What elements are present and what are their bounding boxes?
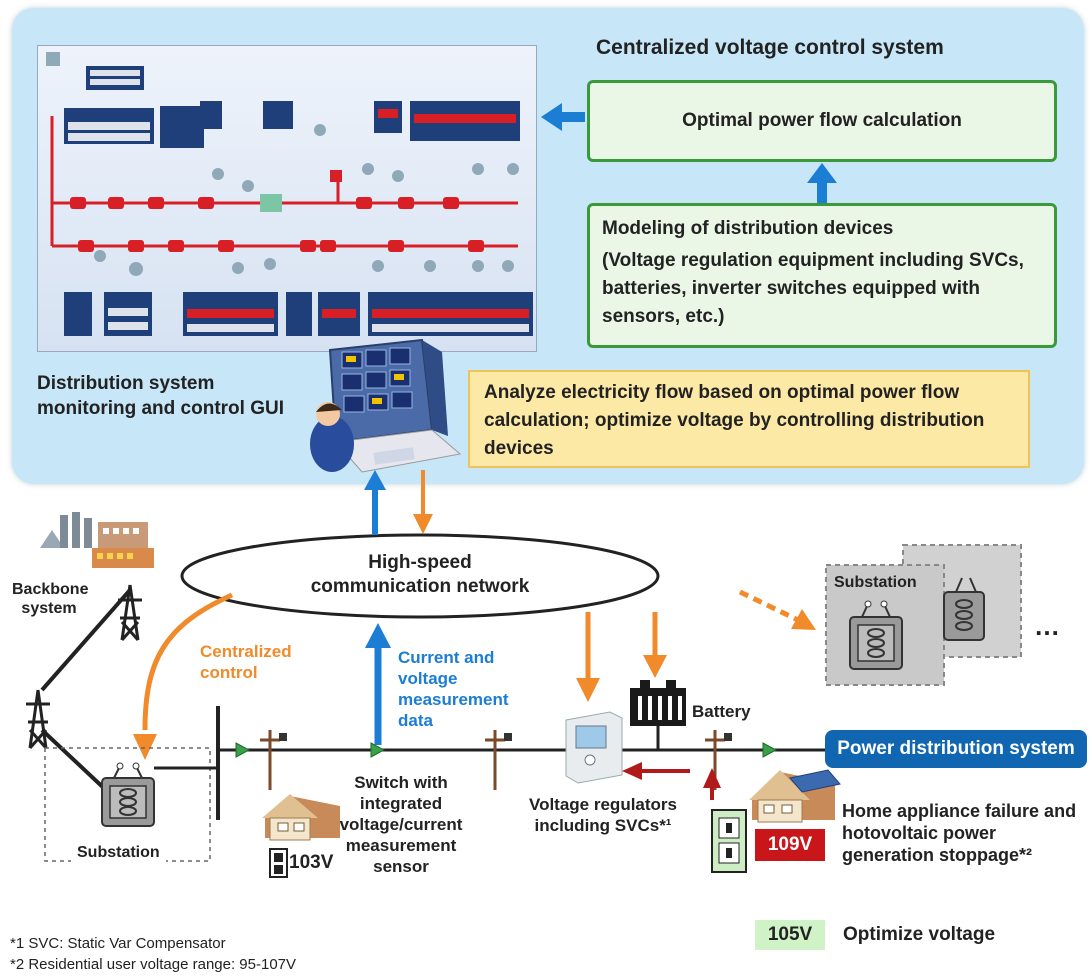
outlet-icon-103 [269,848,288,878]
remote-arrowhead [791,609,816,630]
modeling-to-opf-arrowhead [807,163,837,183]
footnote-1: *1 SVC: Static Var Compensator [10,935,226,952]
centralized-control-label: Centralized control [200,642,292,682]
analysis-box: Analyze electricity flow based on optima… [468,370,1030,468]
remote-transformer-back [943,577,985,641]
optimize-voltage-label: Optimize voltage [843,924,996,945]
control-console-illustration [310,338,462,473]
panel-title: Centralized voltage control system [596,36,944,59]
voltage-109-badge: 109V [755,829,825,861]
substation-transformer-icon [101,762,155,827]
downlink-arrowhead [413,514,433,534]
modeling-box: Modeling of distribution devices (Voltag… [587,203,1057,348]
regulator-arrowhead [576,678,600,702]
regulators-label: Voltage regulators including SVCs*¹ [529,795,677,835]
pylon-1 [118,584,142,641]
opf-to-gui-arrowhead [541,103,562,131]
switch-sensor-label: Switch with integrated voltage/current m… [339,773,463,876]
opf-box: Optimal power flow calculation [587,80,1057,162]
house-icon-1 [262,794,340,841]
substation-label: Substation [71,842,166,863]
analysis-text: Analyze electricity flow based on optima… [484,382,985,459]
footnote-2: *2 Residential user voltage range: 95-10… [10,956,297,973]
measurement-data-label: Current and voltage measurement data [398,648,509,730]
measurement-arrowhead [365,623,391,648]
backbone-factory-icon [40,512,154,568]
battery-label: Battery [692,702,751,721]
modeling-detail: (Voltage regulation equipment including … [602,250,1024,327]
backbone-label: Backbone system [12,581,89,617]
central-control-arrowhead [133,734,157,760]
battery-icon [630,680,686,750]
gui-schematic-graphic [38,46,536,351]
voltage-regulator-icon [565,711,623,784]
monitoring-gui-screenshot [37,45,537,352]
power-distribution-badge: Power distribution system [825,730,1087,768]
network-label: High-speed communication network [300,551,540,599]
home-failure-label: Home appliance failure and hotovoltaic p… [842,801,1077,865]
voltage-103-label: 103V [289,852,334,873]
more-substations-ellipsis: … [1034,611,1060,641]
battery-arrowhead [643,655,667,678]
modeling-title: Modeling of distribution devices [602,218,894,239]
pylon-2 [26,689,50,749]
outlet-icon-109 [711,809,747,873]
voltage-105-badge: 105V [755,920,825,950]
gui-label: Distribution system monitoring and contr… [37,373,284,419]
uplink-arrowhead [364,470,386,490]
remote-substation-label: Substation [834,574,917,591]
remote-substation-front [825,564,945,686]
opf-label: Optimal power flow calculation [682,110,962,131]
house-icon-solar [749,769,841,823]
